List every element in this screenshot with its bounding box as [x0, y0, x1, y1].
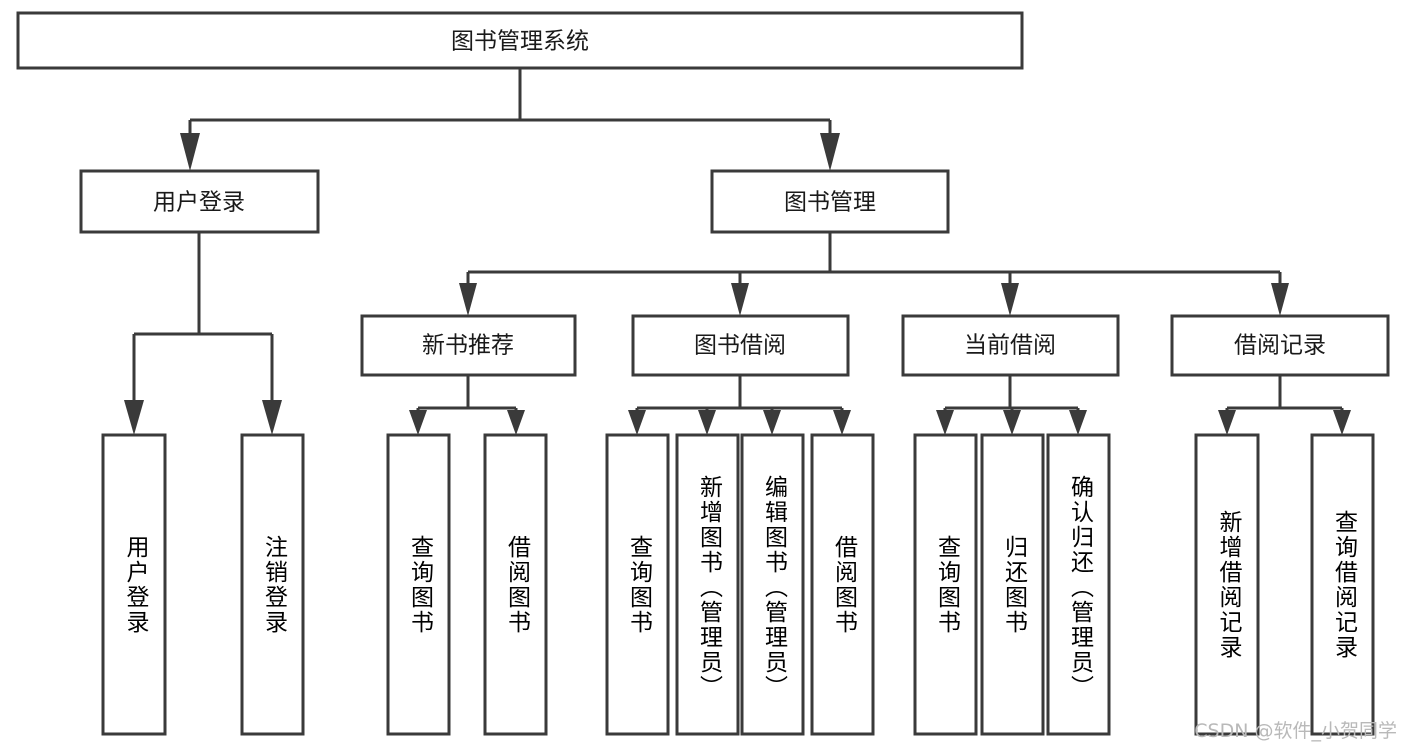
arrow-head-leaf-add-book	[698, 410, 716, 435]
leaf-box-user-login[interactable]	[101, 433, 167, 736]
node-current-borrow-box[interactable]	[901, 314, 1120, 377]
arrow-head-borrow-record	[1271, 283, 1289, 316]
arrow-head-leaf-user-login	[124, 400, 144, 435]
leaf-box-query-book-3[interactable]	[913, 433, 978, 736]
arrow-head-leaf-query-book-2	[628, 410, 646, 435]
node-borrow-record-box[interactable]	[1170, 314, 1390, 377]
arrow-head-leaf-edit-book	[763, 410, 781, 435]
connector-group-root	[180, 68, 840, 171]
node-book-borrow-label: 图书借阅	[694, 333, 786, 359]
node-user-login-box[interactable]	[79, 169, 320, 234]
leaf-box-query-book-1[interactable]	[386, 433, 451, 736]
leaf-box-query-borrow-record[interactable]	[1310, 433, 1375, 736]
arrow-head-leaf-query-book-1	[409, 410, 427, 435]
arrow-head-leaf-confirm-return	[1069, 410, 1087, 435]
node-root[interactable]: 图书管理系统	[16, 11, 1024, 70]
node-new-book-recommend[interactable]: 新书推荐	[360, 314, 577, 377]
arrow-head-leaf-query-borrow-record	[1333, 410, 1351, 435]
arrow-head-new-book-recommend	[459, 283, 477, 316]
arrow-head-leaf-add-borrow-record	[1218, 410, 1236, 435]
leaf-box-add-borrow-record[interactable]	[1194, 433, 1260, 736]
node-new-book-recommend-box[interactable]	[360, 314, 577, 377]
connector-group-borrow-record	[1218, 375, 1351, 435]
node-user-login-label: 用户登录	[153, 190, 245, 216]
leaf-box-borrow-book-1[interactable]	[483, 433, 548, 736]
connector-group-new-book-recommend	[409, 375, 525, 435]
arrow-head-leaf-query-book-3	[936, 410, 954, 435]
node-book-manage[interactable]: 图书管理	[710, 169, 950, 234]
arrow-head-leaf-logout-login	[262, 400, 282, 435]
node-current-borrow-label: 当前借阅	[964, 333, 1056, 359]
arrow-head-leaf-return-book	[1003, 410, 1021, 435]
leaf-box-borrow-book-2[interactable]	[810, 433, 875, 736]
node-current-borrow[interactable]: 当前借阅	[901, 314, 1120, 377]
watermark-text: CSDN @软件_小贺同学	[1194, 720, 1397, 742]
arrow-head-current-borrow	[1001, 283, 1019, 316]
leaf-box-edit-book[interactable]	[740, 433, 805, 736]
connector-group-current-borrow	[936, 375, 1087, 435]
node-borrow-record[interactable]: 借阅记录	[1170, 314, 1390, 377]
node-root-label: 图书管理系统	[451, 29, 589, 55]
arrow-head-book-manage	[820, 133, 840, 171]
leaf-box-return-book[interactable]	[980, 433, 1045, 736]
connector-group-user-login	[124, 232, 282, 435]
node-borrow-record-label: 借阅记录	[1234, 333, 1326, 359]
node-book-manage-box[interactable]	[710, 169, 950, 234]
connector-group-book-borrow	[628, 375, 851, 435]
arrow-head-book-borrow	[731, 283, 749, 316]
node-book-manage-label: 图书管理	[784, 190, 876, 216]
node-book-borrow[interactable]: 图书借阅	[631, 314, 850, 377]
arrow-head-user-login	[180, 133, 200, 171]
leaf-box-logout-login[interactable]	[240, 433, 305, 736]
connector-group-book-manage	[459, 232, 1289, 316]
arrow-head-leaf-borrow-book-2	[833, 410, 851, 435]
leaf-box-add-book[interactable]	[675, 433, 740, 736]
node-new-book-recommend-label: 新书推荐	[422, 333, 514, 359]
node-book-borrow-box[interactable]	[631, 314, 850, 377]
leaf-boxes	[101, 433, 1375, 736]
leaf-box-query-book-2[interactable]	[605, 433, 670, 736]
node-user-login[interactable]: 用户登录	[79, 169, 320, 234]
node-root-box[interactable]	[16, 11, 1024, 70]
arrow-head-leaf-borrow-book-1	[507, 410, 525, 435]
leaf-box-confirm-return[interactable]	[1046, 433, 1111, 736]
